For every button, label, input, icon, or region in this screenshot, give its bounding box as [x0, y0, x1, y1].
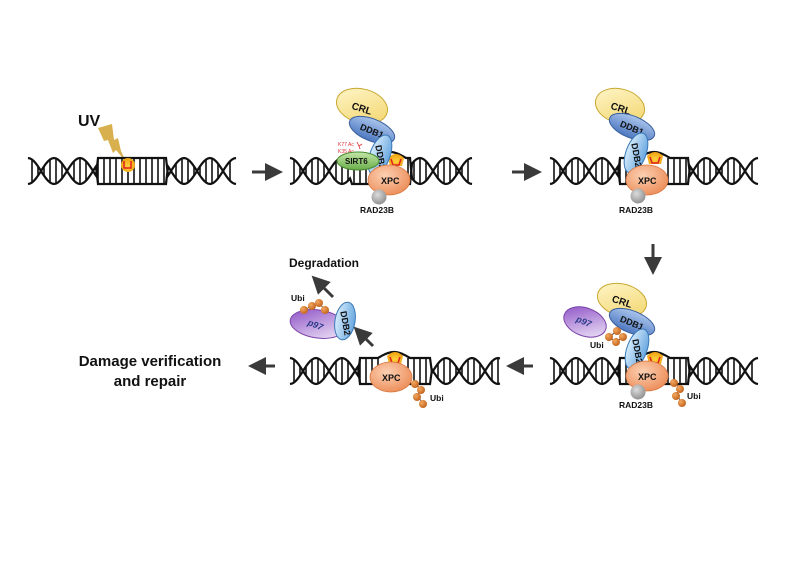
arrow-up-left-icon: [311, 275, 335, 299]
acetylation-k77-label: K77 Ac: [338, 142, 354, 148]
ubiquitin-bead: [417, 386, 425, 394]
step-degradation: Degradation p97 DDB2 Ubi XPC Ubi: [289, 256, 501, 408]
xpc-label: XPC: [638, 176, 657, 186]
lesion-icon: [121, 158, 135, 172]
ubiquitin-bead: [678, 399, 686, 407]
ubiquitin-bead: [321, 306, 329, 314]
ubiquitin-bead: [676, 385, 684, 393]
xpc-label: XPC: [382, 373, 401, 383]
rad23b-protein: [371, 189, 387, 205]
ubiquitin-bead: [315, 299, 323, 307]
ubiquitin-bead: [308, 302, 316, 310]
degradation-label: Degradation: [289, 256, 359, 270]
ubi-label: Ubi: [291, 293, 305, 303]
repair-label-line2: and repair: [114, 373, 187, 390]
xpc-protein: [625, 164, 669, 196]
acetyl-mark-icon: [356, 141, 363, 150]
ddb2-label: DDB2: [338, 310, 352, 336]
step-recognition: CRL DDB1 DDB2 K77 Ac K35 Ac SIRT6 XPC RA…: [289, 87, 473, 215]
rad23b-protein: [630, 188, 646, 204]
sirt6-label: SIRT6: [345, 157, 368, 166]
ubiquitin-bead: [419, 400, 427, 408]
ubiquitin-bead: [411, 380, 419, 388]
rad23b-label: RAD23B: [360, 205, 394, 215]
ubiquitin-chain: [670, 379, 686, 407]
dna-helix: [27, 156, 237, 186]
ubiquitin-chain: [300, 299, 329, 314]
ubiquitin-bead: [670, 379, 678, 387]
xpc-protein: [625, 360, 669, 392]
p97-protein: [563, 306, 607, 338]
ddb2-label: DDB2: [630, 338, 644, 364]
ubi-label: Ubi: [590, 340, 604, 350]
rad23b-label: RAD23B: [619, 205, 653, 215]
xpc-protein: [367, 164, 411, 196]
xpc-label: XPC: [381, 176, 400, 186]
step-ubiquitination: CRL p97 DDB1 DDB2 Ubi XPC RAD23B Ubi: [549, 282, 759, 410]
ubiquitin-chain: [411, 380, 427, 408]
ubiquitin-bead: [613, 327, 621, 335]
step-complex: CRL DDB1 DDB2 XPC RAD23B: [549, 87, 759, 215]
ubiquitin-bead: [413, 393, 421, 401]
step-uv-damage: UV: [27, 113, 237, 186]
ubi-label: Ubi: [430, 393, 444, 403]
rad23b-label: RAD23B: [619, 400, 653, 410]
step-repair: Damage verification and repair: [79, 353, 222, 390]
acetylation-k35-label: K35 Ac: [338, 149, 354, 155]
xpc-label: XPC: [638, 372, 657, 382]
ubiquitin-bead: [612, 338, 620, 346]
ubiquitin-bead: [672, 392, 680, 400]
ubiquitin-bead: [300, 306, 308, 314]
xpc-protein: [369, 361, 413, 393]
uv-lightning-icon: [98, 124, 126, 162]
repair-label-line1: Damage verification: [79, 353, 222, 370]
ubiquitin-bead: [605, 333, 613, 341]
ddb2-protein: [334, 301, 356, 341]
ubiquitin-chain: [605, 327, 627, 346]
ddb2-label: DDB2: [629, 142, 643, 168]
lesion-icon: [647, 152, 663, 164]
lesion-icon: [388, 154, 404, 166]
rad23b-protein: [630, 384, 646, 400]
uv-label: UV: [78, 113, 101, 130]
ubiquitin-bead: [619, 333, 627, 341]
sirt6-protein: [336, 151, 380, 171]
ubi-label: Ubi: [687, 391, 701, 401]
arrow-up-left-icon: [353, 326, 375, 348]
